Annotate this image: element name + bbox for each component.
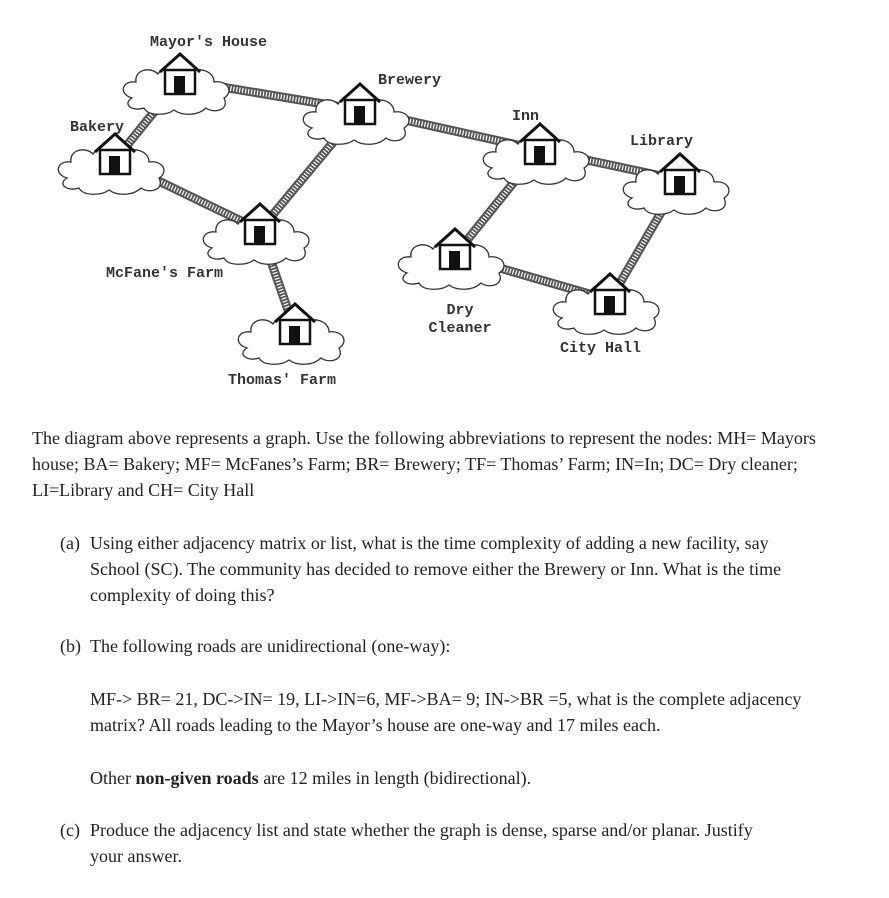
question-b-detail: MF-> BR= 21, DC->IN= 19, LI->IN=6, MF->B… [90,689,802,735]
road-BR-MF [258,108,362,232]
node-label-MH: Mayor's House [150,34,267,51]
house-roof [338,81,382,104]
question-b-other-roads: Other non-given roads are 12 miles in le… [90,765,830,791]
question-b-label: (b) [60,636,81,656]
other-pre: Other [90,768,136,788]
house-roof [588,271,632,294]
question-c-label: (c) [60,820,80,840]
question-a-text: Using either adjacency matrix or list, w… [90,533,782,605]
house-roof [658,151,702,174]
house-door [174,76,185,94]
house-roof [273,301,317,324]
house-door [254,226,265,244]
house-door [109,156,120,174]
node-label-BR: Brewery [378,72,441,89]
house-door [604,296,615,314]
house-door [354,106,365,124]
house-door [449,251,460,269]
other-post: are 12 miles in length (bidirectional). [258,768,532,788]
intro-paragraph: The diagram above represents a graph. Us… [32,428,816,500]
house-door [534,146,545,164]
house-roof [433,226,477,249]
house-roof [238,201,282,224]
node-LI [622,151,730,215]
question-a-label: (a) [60,533,80,553]
house-roof [158,51,202,74]
nodes-layer [57,51,730,365]
road-MH-BA [113,78,182,162]
node-CH [552,271,660,335]
node-BR [302,81,410,145]
node-label-MF: McFane's Farm [106,265,223,282]
road-LI-CH [607,178,683,302]
node-DC [397,226,505,290]
node-label-BA: Bakery [70,119,124,136]
house-roof [93,131,137,154]
question-c-text: Produce the adjacency list and state whe… [90,820,753,866]
node-label-TF: Thomas' Farm [228,372,336,389]
node-label-CH: City Hall [560,340,641,357]
non-given-roads-bold: non-given roads [135,768,259,788]
house-door [674,176,685,194]
node-IN [482,121,590,185]
node-label-LI: Library [630,133,693,150]
question-b-text: The following roads are unidirectional (… [90,636,451,656]
house-roof [518,121,562,144]
node-BA [57,131,165,195]
node-TF [237,301,345,365]
house-door [289,326,300,344]
node-MF [202,201,310,265]
node-label-IN: Inn [512,108,539,125]
node-MH [122,51,230,115]
